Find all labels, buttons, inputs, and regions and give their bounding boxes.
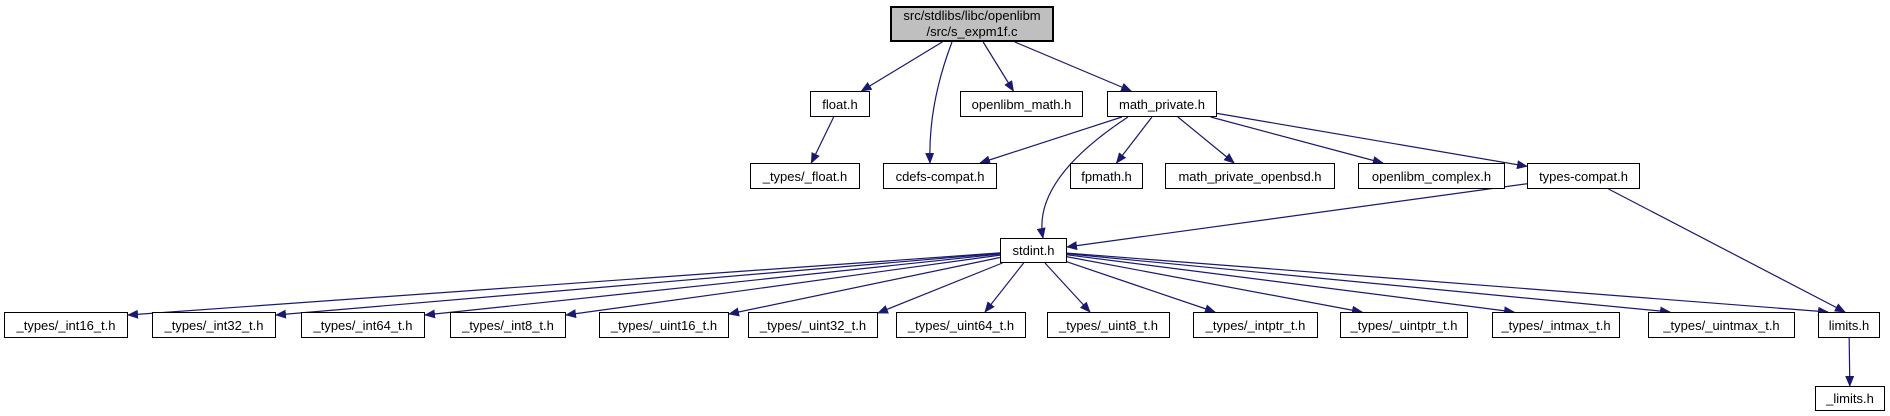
- edge-stdint-h-to-types-int64-t-h: [424, 253, 1001, 319]
- edge-stdint-h-to-types-uint32-t-h: [877, 262, 1003, 314]
- edge-limits-h-to--limits-h: [1845, 337, 1855, 387]
- edge-math-private-h-to-fpmath-h: [1115, 116, 1153, 164]
- node-label: math_private_openbsd.h: [1178, 168, 1322, 184]
- edge-math-private-h-to-types-compat-h: [1216, 112, 1528, 170]
- node-cdefs-compat-h[interactable]: cdefs-compat.h: [883, 163, 997, 189]
- edge-stdint-h-to-types-intmax-t-h: [1066, 254, 1515, 316]
- node-label: limits.h: [1828, 317, 1870, 333]
- node-types-uint32-t-h[interactable]: _types/_uint32_t.h: [748, 312, 878, 338]
- edge-math-private-h-to-math-private-openbsd-h: [1177, 116, 1235, 164]
- node-label: _types/_int8_t.h: [462, 317, 554, 333]
- node-math-private-openbsd-h[interactable]: math_private_openbsd.h: [1165, 163, 1335, 189]
- node-label: _types/_uint32_t.h: [759, 317, 867, 333]
- node-label: _types/_int16_t.h: [16, 317, 116, 333]
- node-label: _types/_uintmax_t.h: [1663, 317, 1780, 333]
- node-label: _types/_float.h: [762, 168, 848, 184]
- edge-stdint-h-to-types-uint64-t-h: [984, 262, 1025, 313]
- node-types-int16-t-h[interactable]: _types/_int16_t.h: [4, 312, 128, 338]
- node-types-uint8-t-h[interactable]: _types/_uint8_t.h: [1047, 312, 1170, 338]
- node-label: float.h: [822, 96, 858, 112]
- edge-root-to-openlibm-math-h: [982, 41, 1014, 92]
- node-label: openlibm_math.h: [971, 96, 1072, 112]
- edge-math-private-h-to-stdint-h: [1036, 116, 1129, 239]
- node-label: _types/_uint8_t.h: [1058, 317, 1159, 333]
- node-types-uintptr-t-h[interactable]: _types/_uintptr_t.h: [1340, 312, 1468, 338]
- node-label: fpmath.h: [1081, 168, 1132, 184]
- edge-math-private-h-to-cdefs-compat-h: [979, 116, 1123, 165]
- edge-stdint-h-to-types-uintmax-t-h: [1066, 253, 1671, 316]
- edge-stdint-h-to-types-int8-t-h: [565, 254, 1001, 319]
- node-label: stdint.h: [1012, 243, 1055, 258]
- edge-stdint-h-to-types-uint8-t-h: [1044, 262, 1091, 313]
- node-label: types-compat.h: [1539, 168, 1628, 184]
- node-label: _types/_intptr_t.h: [1205, 317, 1306, 333]
- node-float-h[interactable]: float.h: [810, 91, 870, 117]
- node-types-int64-t-h[interactable]: _types/_int64_t.h: [301, 312, 425, 338]
- node-label: _limits.h: [1826, 391, 1874, 406]
- node-label: _types/_uintptr_t.h: [1350, 317, 1458, 333]
- node-label: _types/_uint16_t.h: [610, 317, 718, 333]
- node-types-int8-t-h[interactable]: _types/_int8_t.h: [450, 312, 566, 338]
- node-types-float-h[interactable]: _types/_float.h: [750, 163, 860, 189]
- node-openlibm-complex-h[interactable]: openlibm_complex.h: [1358, 163, 1505, 189]
- edge-types-compat-h-to-stdint-h: [1066, 183, 1528, 251]
- edge-root-to-float-h: [860, 41, 943, 92]
- node--limits-h[interactable]: _limits.h: [1815, 386, 1885, 411]
- node-types-int32-t-h[interactable]: _types/_int32_t.h: [152, 312, 276, 338]
- node-label: _types/_uint64_t.h: [907, 317, 1015, 333]
- node-stdint-h[interactable]: stdint.h: [1000, 238, 1067, 263]
- edge-stdint-h-to-types-intptr-t-h: [1066, 261, 1216, 314]
- edge-root-to-math-private-h: [1014, 41, 1133, 92]
- node-types-uintmax-t-h[interactable]: _types/_uintmax_t.h: [1648, 312, 1795, 338]
- edge-types-compat-h-to-limits-h: [1608, 188, 1846, 313]
- node-label: openlibm_complex.h: [1371, 168, 1492, 184]
- node-types-compat-h[interactable]: types-compat.h: [1527, 163, 1640, 189]
- node-types-uint64-t-h[interactable]: _types/_uint64_t.h: [896, 312, 1026, 338]
- node-label: _types/_int64_t.h: [313, 317, 413, 333]
- node-types-intptr-t-h[interactable]: _types/_intptr_t.h: [1193, 312, 1318, 338]
- node-label: _types/_int32_t.h: [164, 317, 264, 333]
- node-label: cdefs-compat.h: [895, 168, 985, 184]
- edge-stdint-h-to-types-uintptr-t-h: [1066, 256, 1363, 315]
- node-openlibm-math-h[interactable]: openlibm_math.h: [960, 91, 1083, 117]
- node-types-uint16-t-h[interactable]: _types/_uint16_t.h: [599, 312, 729, 338]
- node-label: math_private.h: [1119, 96, 1205, 112]
- node-label-line: /src/s_expm1f.c: [926, 24, 1018, 39]
- edge-root-to-cdefs-compat-h: [925, 41, 953, 164]
- node-label-line: src/stdlibs/libc/openlibm: [903, 8, 1041, 23]
- node-label: _types/_intmax_t.h: [1501, 317, 1611, 333]
- node-types-intmax-t-h[interactable]: _types/_intmax_t.h: [1492, 312, 1620, 338]
- edge-stdint-h-to-types-int32-t-h: [275, 252, 1001, 319]
- node-limits-h[interactable]: limits.h: [1818, 312, 1880, 338]
- node-math-private-h[interactable]: math_private.h: [1107, 91, 1217, 117]
- edge-stdint-h-to-types-int16-t-h: [127, 252, 1001, 319]
- edge-stdint-h-to-types-uint16-t-h: [728, 256, 1001, 317]
- edge-float-h-to-types-float-h: [810, 116, 835, 164]
- node-root: src/stdlibs/libc/openlibm/src/s_expm1f.c: [890, 6, 1054, 42]
- node-fpmath-h[interactable]: fpmath.h: [1070, 163, 1143, 189]
- edge-stdint-h-to-limits-h: [1066, 252, 1829, 316]
- edge-math-private-h-to-openlibm-complex-h: [1210, 116, 1384, 165]
